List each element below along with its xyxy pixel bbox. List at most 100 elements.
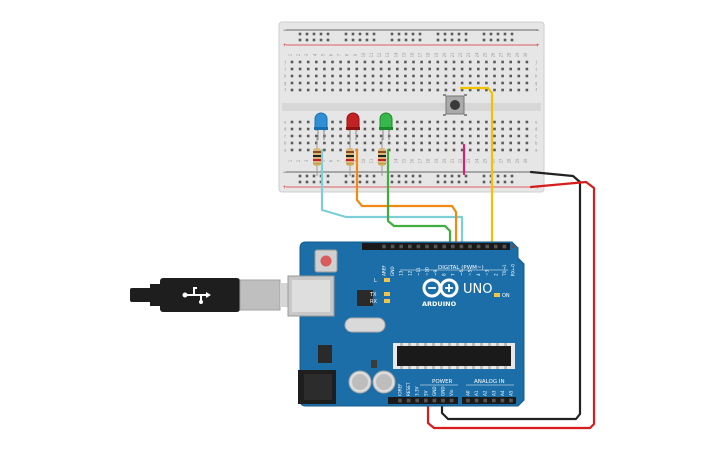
breadboard-hole[interactable] — [436, 120, 440, 124]
resistor-green[interactable] — [378, 138, 386, 176]
header-pin[interactable] — [408, 244, 412, 249]
rail-hole[interactable] — [365, 32, 369, 36]
breadboard-hole[interactable] — [306, 67, 310, 71]
rail-hole[interactable] — [482, 32, 486, 36]
breadboard-hole[interactable] — [404, 74, 407, 78]
rail-hole[interactable] — [305, 32, 309, 36]
breadboard-hole[interactable] — [339, 148, 342, 152]
breadboard-hole[interactable] — [436, 67, 440, 71]
rail-hole[interactable] — [351, 174, 355, 178]
header-pin[interactable] — [466, 398, 470, 403]
breadboard-hole[interactable] — [331, 88, 334, 92]
breadboard-hole[interactable] — [355, 88, 359, 92]
breadboard-hole[interactable] — [452, 67, 456, 71]
breadboard-hole[interactable] — [396, 120, 399, 124]
breadboard-hole[interactable] — [331, 134, 334, 138]
led-green[interactable] — [379, 112, 393, 140]
breadboard-hole[interactable] — [363, 120, 367, 124]
breadboard-hole[interactable] — [363, 127, 367, 131]
rail-hole[interactable] — [489, 32, 493, 36]
breadboard-hole[interactable] — [428, 134, 431, 138]
push-button[interactable] — [443, 94, 467, 116]
breadboard-hole[interactable] — [315, 134, 318, 138]
breadboard-hole[interactable] — [379, 141, 383, 145]
rail-hole[interactable] — [358, 180, 362, 184]
breadboard-hole[interactable] — [460, 88, 464, 92]
breadboard-hole[interactable] — [477, 74, 480, 78]
header-pin[interactable] — [432, 398, 437, 403]
rail-hole[interactable] — [496, 32, 500, 36]
breadboard-hole[interactable] — [298, 67, 302, 71]
wire-yellow-button[interactable] — [459, 86, 494, 248]
breadboard-hole[interactable] — [371, 60, 375, 64]
rail-hole[interactable] — [351, 180, 355, 184]
breadboard-hole[interactable] — [404, 134, 407, 138]
rail-hole[interactable] — [390, 180, 394, 184]
breadboard-hole[interactable] — [468, 134, 472, 138]
breadboard-hole[interactable] — [428, 127, 431, 131]
rail-hole[interactable] — [450, 174, 454, 178]
rail-hole[interactable] — [464, 32, 468, 36]
breadboard-hole[interactable] — [315, 60, 318, 64]
breadboard-hole[interactable] — [331, 81, 334, 85]
rail-hole[interactable] — [411, 174, 415, 178]
breadboard-hole[interactable] — [493, 127, 496, 131]
rail-hole[interactable] — [404, 38, 408, 42]
resistor-blue[interactable] — [313, 138, 321, 176]
breadboard-hole[interactable] — [420, 120, 423, 124]
breadboard-hole[interactable] — [460, 134, 464, 138]
breadboard-hole[interactable] — [468, 60, 472, 64]
breadboard-hole[interactable] — [396, 141, 399, 145]
rail-hole[interactable] — [390, 32, 394, 36]
breadboard-hole[interactable] — [412, 67, 415, 71]
breadboard-hole[interactable] — [517, 81, 521, 85]
breadboard-hole[interactable] — [509, 148, 512, 152]
rail-hole[interactable] — [457, 38, 461, 42]
header-pin[interactable] — [442, 244, 446, 249]
rail-hole[interactable] — [443, 32, 447, 36]
breadboard-hole[interactable] — [339, 81, 342, 85]
breadboard-hole[interactable] — [525, 74, 529, 78]
breadboard-hole[interactable] — [347, 74, 350, 78]
led-blue[interactable] — [314, 112, 328, 140]
rail-hole[interactable] — [358, 38, 362, 42]
rail-hole[interactable] — [397, 38, 401, 42]
breadboard-hole[interactable] — [404, 148, 407, 152]
breadboard-hole[interactable] — [517, 67, 521, 71]
header-pin[interactable] — [474, 398, 479, 403]
breadboard-hole[interactable] — [485, 60, 488, 64]
breadboard-hole[interactable] — [444, 74, 448, 78]
rail-hole[interactable] — [482, 174, 486, 178]
rail-hole[interactable] — [482, 38, 486, 42]
breadboard-hole[interactable] — [323, 60, 326, 64]
rail-hole[interactable] — [305, 180, 309, 184]
breadboard-hole[interactable] — [371, 74, 375, 78]
rail-hole[interactable] — [312, 180, 316, 184]
breadboard-hole[interactable] — [298, 148, 302, 152]
header-pin[interactable] — [399, 244, 403, 249]
rail-hole[interactable] — [404, 180, 408, 184]
breadboard-hole[interactable] — [477, 134, 480, 138]
breadboard-hole[interactable] — [509, 60, 512, 64]
breadboard-hole[interactable] — [371, 141, 375, 145]
breadboard-hole[interactable] — [460, 74, 464, 78]
breadboard-hole[interactable] — [452, 148, 456, 152]
breadboard-hole[interactable] — [477, 67, 480, 71]
breadboard-hole[interactable] — [315, 81, 318, 85]
breadboard-hole[interactable] — [371, 134, 375, 138]
rail-hole[interactable] — [496, 38, 500, 42]
breadboard-hole[interactable] — [371, 120, 375, 124]
breadboard-hole[interactable] — [315, 141, 318, 145]
rail-hole[interactable] — [312, 38, 316, 42]
breadboard-hole[interactable] — [412, 60, 415, 64]
breadboard-hole[interactable] — [339, 120, 342, 124]
breadboard-hole[interactable] — [371, 127, 375, 131]
breadboard-hole[interactable] — [306, 127, 310, 131]
breadboard-hole[interactable] — [290, 141, 294, 145]
breadboard-hole[interactable] — [501, 134, 504, 138]
breadboard-hole[interactable] — [404, 120, 407, 124]
breadboard-hole[interactable] — [412, 88, 415, 92]
breadboard-hole[interactable] — [517, 88, 521, 92]
breadboard-hole[interactable] — [477, 148, 480, 152]
breadboard-hole[interactable] — [468, 88, 472, 92]
